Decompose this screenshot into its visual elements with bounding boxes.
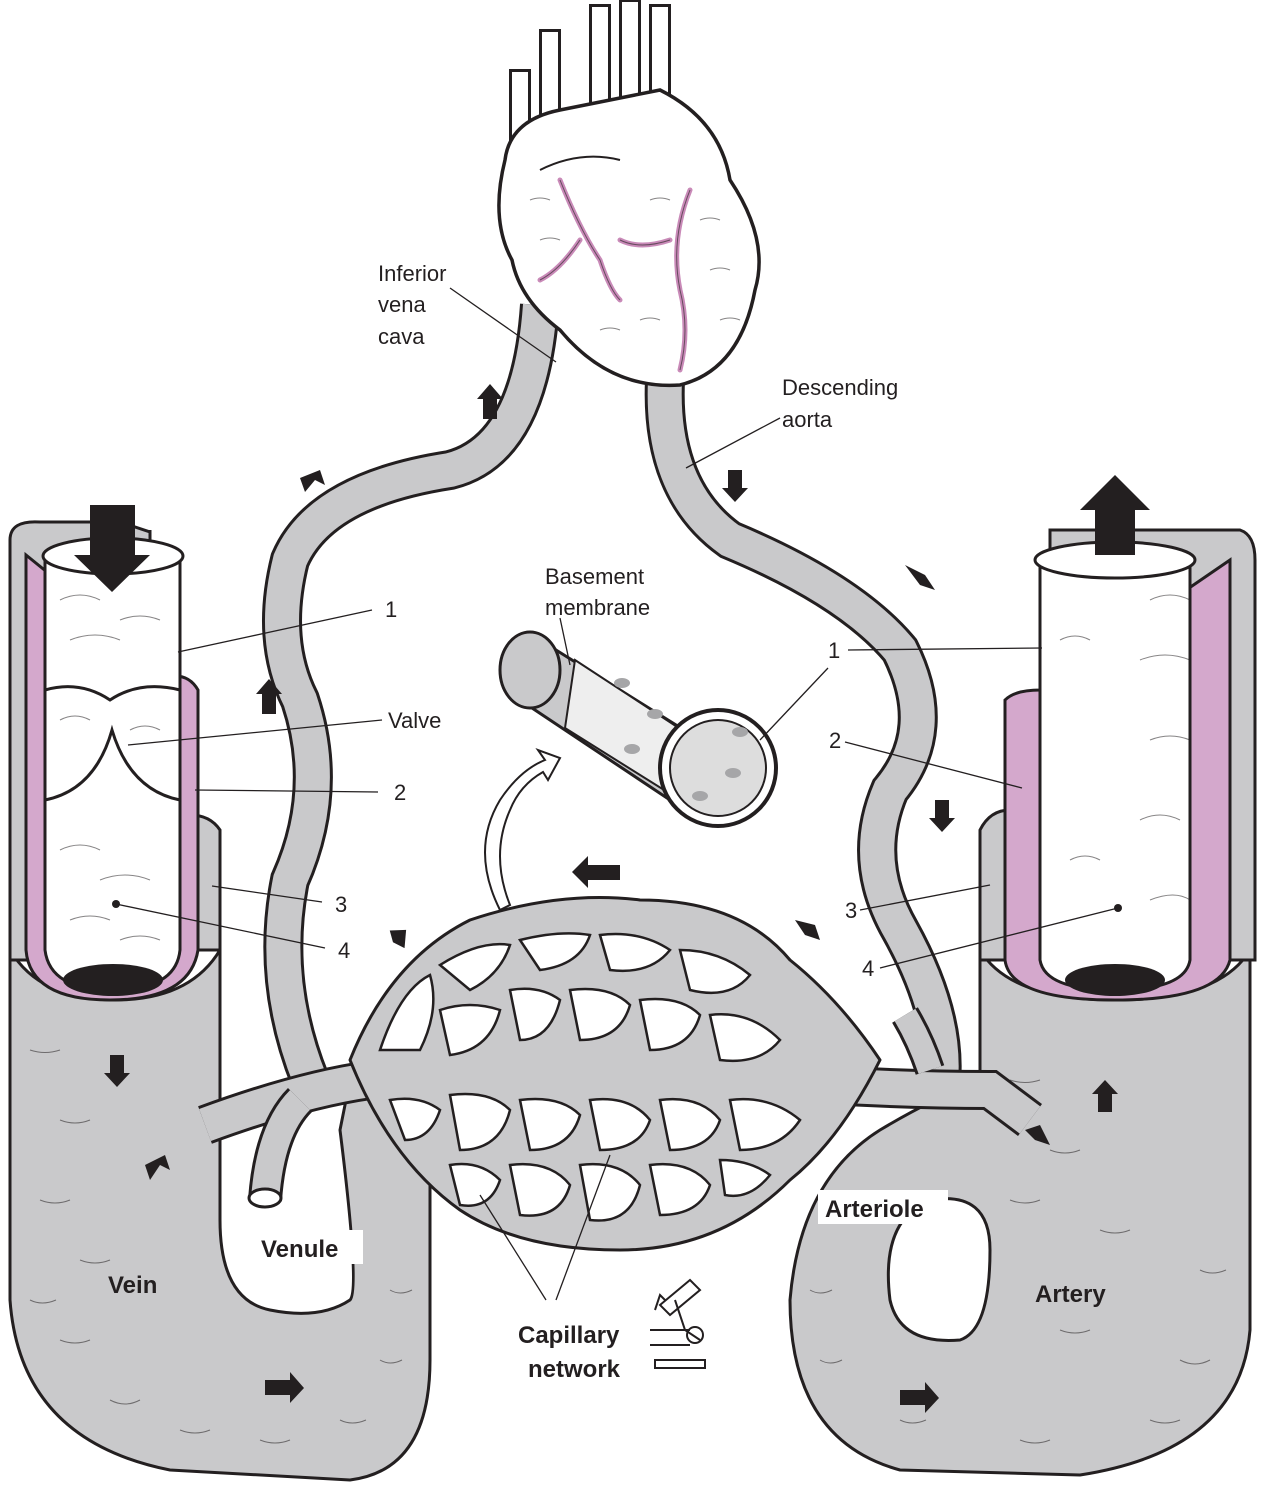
label-descending-aorta: Descending aorta <box>782 375 898 432</box>
svg-text:Descending: Descending <box>782 375 898 400</box>
label-valve: Valve <box>388 708 441 733</box>
svg-text:aorta: aorta <box>782 407 833 432</box>
label-artery-3: 3 <box>845 898 857 923</box>
label-artery-2: 2 <box>829 728 841 753</box>
arrow-down-left-icon <box>386 922 415 951</box>
label-artery: Artery <box>1035 1281 1106 1308</box>
svg-text:membrane: membrane <box>545 595 650 620</box>
svg-text:Inferior: Inferior <box>378 261 446 286</box>
arrow-right-icon <box>300 470 325 492</box>
arrow-left-icon <box>572 856 620 888</box>
vein-section <box>10 522 220 1000</box>
label-capillary-network: Capillary network <box>518 1322 621 1383</box>
svg-text:network: network <box>528 1356 621 1383</box>
label-vein-3: 3 <box>335 892 347 917</box>
label-artery-4: 4 <box>862 956 874 981</box>
artery-section <box>980 530 1255 1000</box>
microscope-icon <box>650 1280 705 1368</box>
label-vein-2: 2 <box>394 780 406 805</box>
svg-text:Capillary: Capillary <box>518 1322 620 1349</box>
arrow-down-icon <box>929 800 955 832</box>
svg-text:Basement: Basement <box>545 564 644 589</box>
label-arteriole: Arteriole <box>825 1196 924 1223</box>
label-basement-membrane: Basement membrane <box>545 564 650 620</box>
label-vein-4: 4 <box>338 938 350 963</box>
svg-text:vena: vena <box>378 292 426 317</box>
capillary-cylinder <box>500 632 776 826</box>
arrow-hollow-icon <box>485 750 560 910</box>
label-venule: Venule <box>261 1236 338 1263</box>
label-vein-1: 1 <box>385 597 397 622</box>
label-vein: Vein <box>108 1272 157 1299</box>
arrow-down-icon <box>722 470 748 502</box>
svg-text:cava: cava <box>378 324 425 349</box>
label-inferior-vena-cava: Inferior vena cava <box>378 261 446 349</box>
arrow-right-icon <box>905 565 935 590</box>
arrow-up-left-icon <box>795 920 820 940</box>
